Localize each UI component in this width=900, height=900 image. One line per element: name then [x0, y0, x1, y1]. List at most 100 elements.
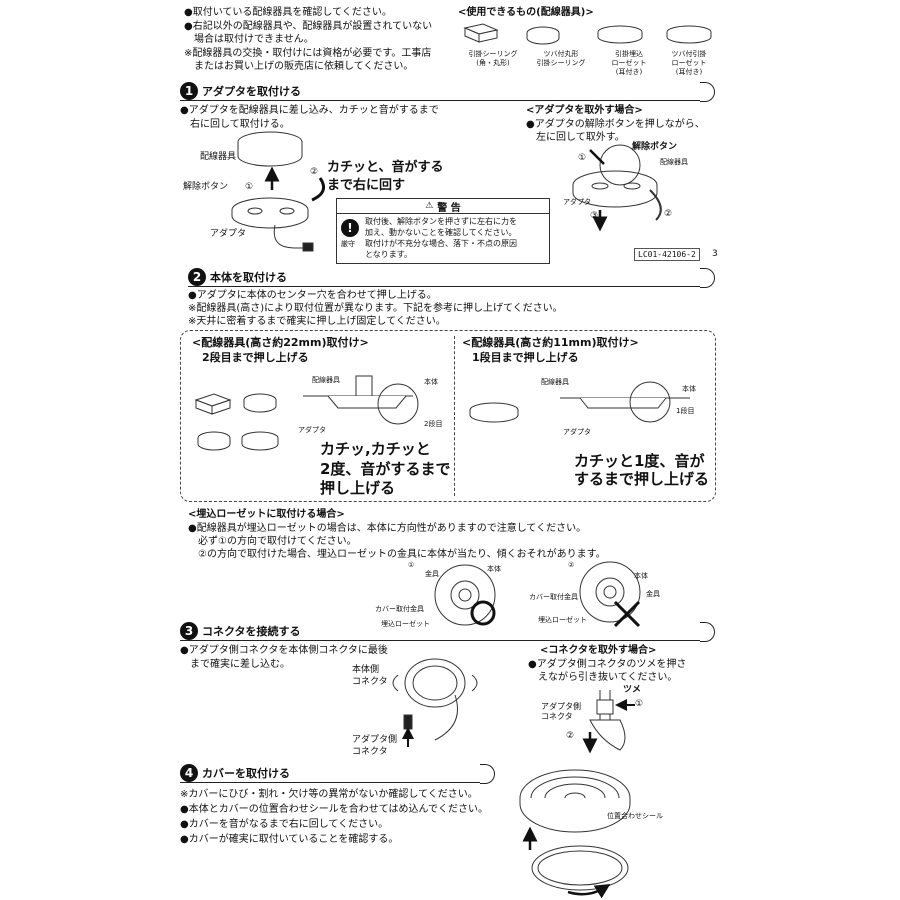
- s3-line-1: ●アダプタ側コネクタを本体側コネクタに最後: [180, 645, 388, 656]
- s2-embed-cover-kanagu-1: カバー取付金具: [375, 605, 424, 613]
- warning-exclamation-icon: !: [341, 219, 359, 237]
- s1-remove-line-2: 左に回して取外す。: [526, 132, 625, 143]
- section-1-title: アダプタを取付ける: [202, 85, 301, 98]
- s3-remove-adp-2: コネクタ: [541, 712, 573, 721]
- intro-line-1: ●取付いている配線器具を確認してください。: [184, 7, 392, 18]
- s3-remove-c1: ①: [635, 699, 644, 709]
- s4-cover-illustration: [519, 769, 631, 899]
- s2-line-1: ●アダプタに本体のセンター穴を合わせて押し上げる。: [188, 290, 437, 301]
- s4-label-seal: 位置合わせシール: [607, 812, 663, 820]
- s2-right-big-2: するまで押し上げる: [574, 470, 710, 488]
- s3-remove-line-1: ●アダプタ側コネクタのツメを押さ: [528, 659, 687, 670]
- warning-line-4: となります。: [365, 250, 412, 259]
- s3-line-2: まで確実に差し込む。: [180, 659, 290, 670]
- s2-left-label-2dan: 2段目: [424, 420, 443, 428]
- s2-line-3: ※天井に密着するまで確実に押し上げ固定してください。: [188, 316, 446, 327]
- s2-embed-hontai-2: 本体: [634, 572, 648, 580]
- s2-mounting-options-box: [180, 330, 716, 502]
- s1-remove-circle-3: ③: [590, 211, 599, 221]
- s4-line-4: ●カバーが確実に取付いていることを確認する。: [180, 834, 399, 845]
- s2-embed-kanagu-2: 金具: [646, 590, 660, 598]
- section-3-header: 3 コネクタを接続する: [180, 622, 301, 640]
- s2-embed-rosette-1: 埋込ローゼット: [381, 620, 430, 628]
- warning-line-1: 取付後、解除ボタンを押さずに左右に力を: [365, 217, 517, 226]
- warning-line-2: 加え、動かないことを確認してください。: [365, 228, 517, 237]
- s2-embed-cover-kanagu-2: カバー取付金具: [529, 593, 578, 601]
- s3-remove-title: <コネクタを取外す場合>: [540, 645, 657, 656]
- section-2-rule-cap: [700, 268, 715, 288]
- s1-kachi-line-2: まで右に回す: [327, 178, 406, 193]
- usable-devices-title: <使用できるもの(配線器具)>: [458, 7, 594, 18]
- section-3-rule: [180, 640, 700, 641]
- s1-label-haisen: 配線器具: [200, 152, 237, 162]
- section-4-number: 4: [180, 764, 198, 782]
- correct-circle-icon: [470, 600, 496, 626]
- s2-line-2: ※配線器具(高さ)により取付位置が異なります。下記を参考に押し上げてください。: [188, 303, 563, 314]
- s2-left-big-1: カチッ,カチッと: [320, 440, 431, 458]
- intro-line-3: 場合は取付けできません。: [184, 34, 314, 45]
- wrong-x-icon: [613, 600, 641, 628]
- s2-right-illustration: [469, 381, 690, 423]
- s2-box-divider: [454, 336, 455, 496]
- s2-right-sub: 1段目まで押し上げる: [472, 351, 579, 364]
- s1-label-adapter: アダプタ: [210, 229, 247, 239]
- intro-note-1: ※配線器具の交換・取付けには資格が必要です。工事店: [184, 48, 432, 59]
- s1-label-kaijo: 解除ボタン: [183, 182, 229, 192]
- document-code: LC01-42106-2: [634, 248, 700, 261]
- s1-remove-title: <アダプタを取外す場合>: [526, 105, 643, 116]
- s2-embed-c2: ②: [568, 561, 575, 569]
- s3-body-conn-1: 本体側: [352, 665, 380, 675]
- s2-embed-title: <埋込ローゼットに取付ける場合>: [188, 509, 345, 520]
- document-code-suffix: 3: [712, 249, 718, 259]
- section-2-title: 本体を取付ける: [210, 271, 287, 284]
- s2-embed-kanagu-1: 金具: [425, 570, 439, 578]
- s2-embed-c1: ①: [408, 561, 415, 569]
- device-label-2: ツバ付丸形引掛シーリング: [536, 50, 586, 67]
- section-3-rule-cap: [700, 622, 715, 642]
- warning-header: ⚠ 警 告: [337, 199, 549, 214]
- s2-right-title: <配線器具(高さ約11mm)取付け>: [462, 336, 639, 349]
- s2-embed-correct-illustration: [434, 564, 496, 626]
- s1-remove-line-1: ●アダプタの解除ボタンを押しながら、: [526, 119, 705, 130]
- s2-left-title: <配線器具(高さ約22mm)取付け>: [192, 336, 369, 349]
- s1-line-2: 右に回して取付ける。: [180, 119, 290, 130]
- s4-line-3: ●カバーを音がなるまで右に回してください。: [180, 819, 389, 830]
- device-label-3: 引掛埋込ローゼット(耳付き): [611, 50, 647, 76]
- s3-remove-illustration: [582, 690, 635, 754]
- s1-circle-1: ①: [245, 182, 254, 192]
- s2-left-sub: 2段目まで押し上げる: [202, 351, 309, 364]
- section-4-header: 4 カバーを取付ける: [180, 764, 290, 782]
- s2-left-illustration: [194, 375, 419, 451]
- section-2-number: 2: [188, 268, 206, 286]
- intro-line-2: ●右記以外の配線器具や、配線器具が設置されていない: [184, 21, 433, 32]
- s2-right-big-1: カチッと1度、音が: [574, 452, 705, 470]
- s3-adp-conn-2: コネクタ: [352, 747, 388, 757]
- s3-remove-adp-1: アダプタ側: [541, 702, 581, 711]
- section-4-title: カバーを取付ける: [202, 767, 290, 780]
- warning-tag: 厳守: [341, 240, 355, 248]
- s1-remove-circle-1: ①: [578, 153, 587, 163]
- s2-right-label-haisen: 配線器具: [541, 378, 569, 386]
- warning-box: ⚠ 警 告 ! 厳守 取付後、解除ボタンを押さずに左右に力を 加え、動かないこと…: [336, 198, 550, 264]
- s2-left-label-hontai: 本体: [424, 378, 438, 386]
- adapter-remove-illustration: [572, 144, 662, 232]
- s3-remove-line-2: えながら引き抜いてください。: [528, 672, 678, 683]
- s2-right-label-adapter: アダプタ: [563, 428, 591, 436]
- device-label-1: 引掛シーリング(角・丸形): [468, 50, 518, 67]
- section-1-header: 1 アダプタを取付ける: [180, 82, 301, 100]
- s2-left-big-3: 押し上げる: [320, 479, 396, 497]
- s3-remove-c2: ②: [566, 731, 575, 741]
- s2-embed-line-3: ②の方向で取付けた場合、埋込ローゼットの金具に本体が当たり、傾くおそれがあります…: [188, 549, 606, 560]
- s2-left-label-adapter: アダプタ: [298, 426, 326, 434]
- section-1-rule: [180, 100, 700, 101]
- s1-kachi-line-1: カチッと、音がする: [327, 160, 444, 175]
- s1-line-1: ●アダプタを配線器具に差し込み、カチッと音がするまで: [180, 105, 439, 116]
- s3-body-conn-2: コネクタ: [352, 677, 388, 687]
- section-1-number: 1: [180, 82, 198, 100]
- warning-line-3: 取付けが不充分な場合、落下・不点の原因: [365, 239, 517, 248]
- s3-adp-conn-1: アダプタ側: [352, 735, 398, 745]
- s1-remove-adapter: アダプタ: [563, 198, 591, 206]
- s4-line-1: ※カバーにひび・割れ・欠け等の異常がないか確認してください。: [180, 789, 478, 800]
- s2-embed-rosette-2: 埋込ローゼット: [538, 616, 587, 624]
- device-label-4: ツバ付引掛ローゼット(耳付き): [671, 50, 707, 76]
